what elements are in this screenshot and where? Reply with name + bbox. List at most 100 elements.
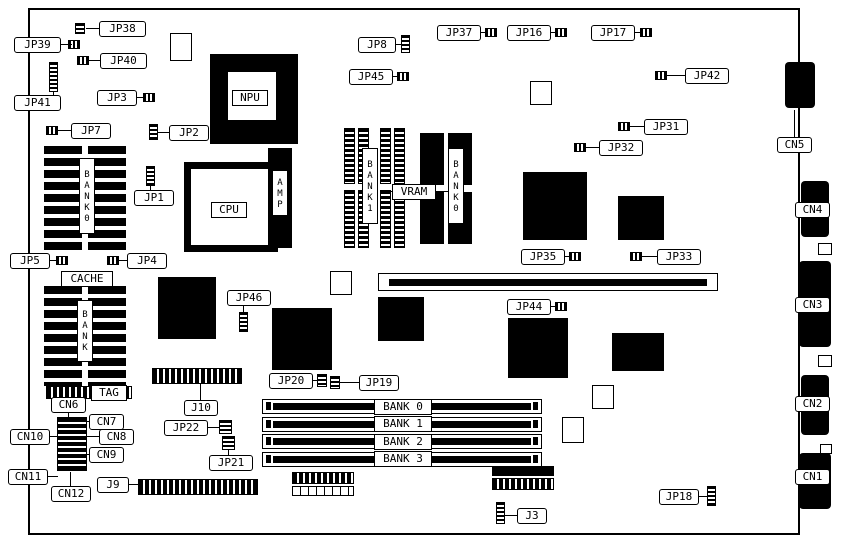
leader-line-jp38 — [86, 28, 99, 29]
leader-line-jp3 — [137, 97, 145, 98]
pin-header-row — [292, 486, 354, 496]
ic-chip — [523, 172, 587, 240]
slot-contact-bar — [389, 279, 707, 286]
callout-jp20: JP20 — [269, 373, 313, 389]
jumper-j3 — [496, 502, 505, 524]
callout-cn1: CN1 — [795, 469, 830, 485]
edge-part — [818, 243, 832, 255]
jumper-jp16 — [555, 28, 567, 37]
callout-jp31: JP31 — [644, 119, 688, 135]
callout-cn3: CN3 — [795, 297, 830, 313]
leader-line-cn7 — [84, 421, 89, 422]
left-connector-block — [57, 417, 87, 471]
leader-line-jp1 — [150, 186, 151, 191]
jumper-jp32 — [574, 143, 586, 152]
edge-part — [820, 444, 832, 454]
leader-line-jp21 — [228, 450, 229, 455]
chip-label-bank: BANK — [77, 300, 93, 362]
jumper-jp44 — [555, 302, 567, 311]
callout-jp33: JP33 — [657, 249, 701, 265]
leader-line-jp7 — [58, 130, 71, 131]
leader-line-jp37 — [481, 32, 486, 33]
slot-end-clip — [533, 455, 538, 463]
jumper-jp18 — [707, 486, 716, 506]
slot-end-clip — [533, 437, 538, 445]
callout-jp18: JP18 — [659, 489, 699, 505]
callout-cn12: CN12 — [51, 486, 91, 502]
leader-line-jp40 — [88, 60, 100, 61]
leader-line-cn8 — [87, 436, 99, 437]
leader-line-vram-left — [380, 191, 392, 192]
callout-jp16: JP16 — [507, 25, 551, 41]
callout-jp2: JP2 — [169, 125, 209, 141]
chip-label-bank0: BANK0 — [79, 158, 95, 234]
callout-jp5: JP5 — [10, 253, 50, 269]
dip-cache-column — [88, 286, 126, 386]
leader-line-jp22 — [208, 427, 220, 428]
callout-jp3: JP3 — [97, 90, 137, 106]
callout-jp21: JP21 — [209, 455, 253, 471]
leader-line-jp8 — [396, 44, 402, 45]
leader-line-jp33 — [642, 256, 657, 257]
leader-line-jp45 — [393, 76, 398, 77]
callout-jp45: JP45 — [349, 69, 393, 85]
crystal — [170, 33, 192, 61]
pin-header — [492, 466, 554, 476]
leader-line-vram-right — [436, 191, 448, 192]
leader-line-cn5 — [794, 110, 795, 137]
chip-label-tag: TAG — [91, 385, 127, 401]
callout-cn10: CN10 — [10, 429, 50, 445]
callout-cn2: CN2 — [795, 396, 830, 412]
callout-jp46: JP46 — [227, 290, 271, 306]
leader-line-jp46 — [243, 305, 244, 312]
slot-end-clip — [266, 402, 271, 410]
callout-jp44: JP44 — [507, 299, 551, 315]
chip-label-bank0: BANK0 — [448, 148, 464, 224]
slot-end-clip — [533, 402, 538, 410]
ic-chip — [508, 318, 568, 378]
leader-line-jp17 — [635, 32, 641, 33]
jumper-jp31 — [618, 122, 630, 131]
jumper-jp37 — [485, 28, 497, 37]
jumper-jp2 — [149, 124, 158, 140]
callout-jp38: JP38 — [99, 21, 146, 37]
slot-end-clip — [266, 437, 271, 445]
leader-line-jp35 — [565, 256, 570, 257]
jumper-jp8 — [401, 35, 410, 53]
callout-j9: J9 — [97, 477, 129, 493]
jumper-jp41 — [49, 62, 58, 92]
callout-jp1: JP1 — [134, 190, 174, 206]
callout-jp4: JP4 — [127, 253, 167, 269]
crystal — [330, 271, 352, 295]
leader-line-jp41 — [53, 92, 54, 96]
leader-line-jp16 — [551, 32, 556, 33]
callout-jp22: JP22 — [164, 420, 208, 436]
callout-jp35: JP35 — [521, 249, 565, 265]
callout-jp41: JP41 — [14, 95, 61, 111]
callout-j3: J3 — [517, 508, 547, 524]
leader-line-jp18 — [699, 496, 707, 497]
slot-end-clip — [266, 420, 271, 428]
leader-line-cn10 — [50, 436, 58, 437]
callout-cn4: CN4 — [795, 202, 830, 218]
jumper-jp46 — [239, 312, 248, 332]
jumper-jp7 — [46, 126, 58, 135]
callout-jp37: JP37 — [437, 25, 481, 41]
leader-line-jp44 — [551, 306, 556, 307]
pin-header — [292, 472, 354, 484]
jumper-jp5 — [56, 256, 68, 265]
leader-line-j10 — [200, 384, 201, 400]
dip-bank0-column — [44, 146, 82, 252]
j10-connector — [152, 368, 242, 384]
ic-chip — [158, 277, 216, 339]
callout-jp42: JP42 — [685, 68, 729, 84]
callout-cn8: CN8 — [99, 429, 134, 445]
jumper-jp1 — [146, 166, 155, 186]
callout-cn6: CN6 — [51, 397, 86, 413]
jumper-jp22 — [219, 420, 232, 434]
leader-line-j9 — [129, 484, 139, 485]
leader-line-cn12 — [70, 472, 71, 486]
jumper-jp38 — [75, 23, 85, 34]
pin-header-row — [492, 478, 554, 490]
